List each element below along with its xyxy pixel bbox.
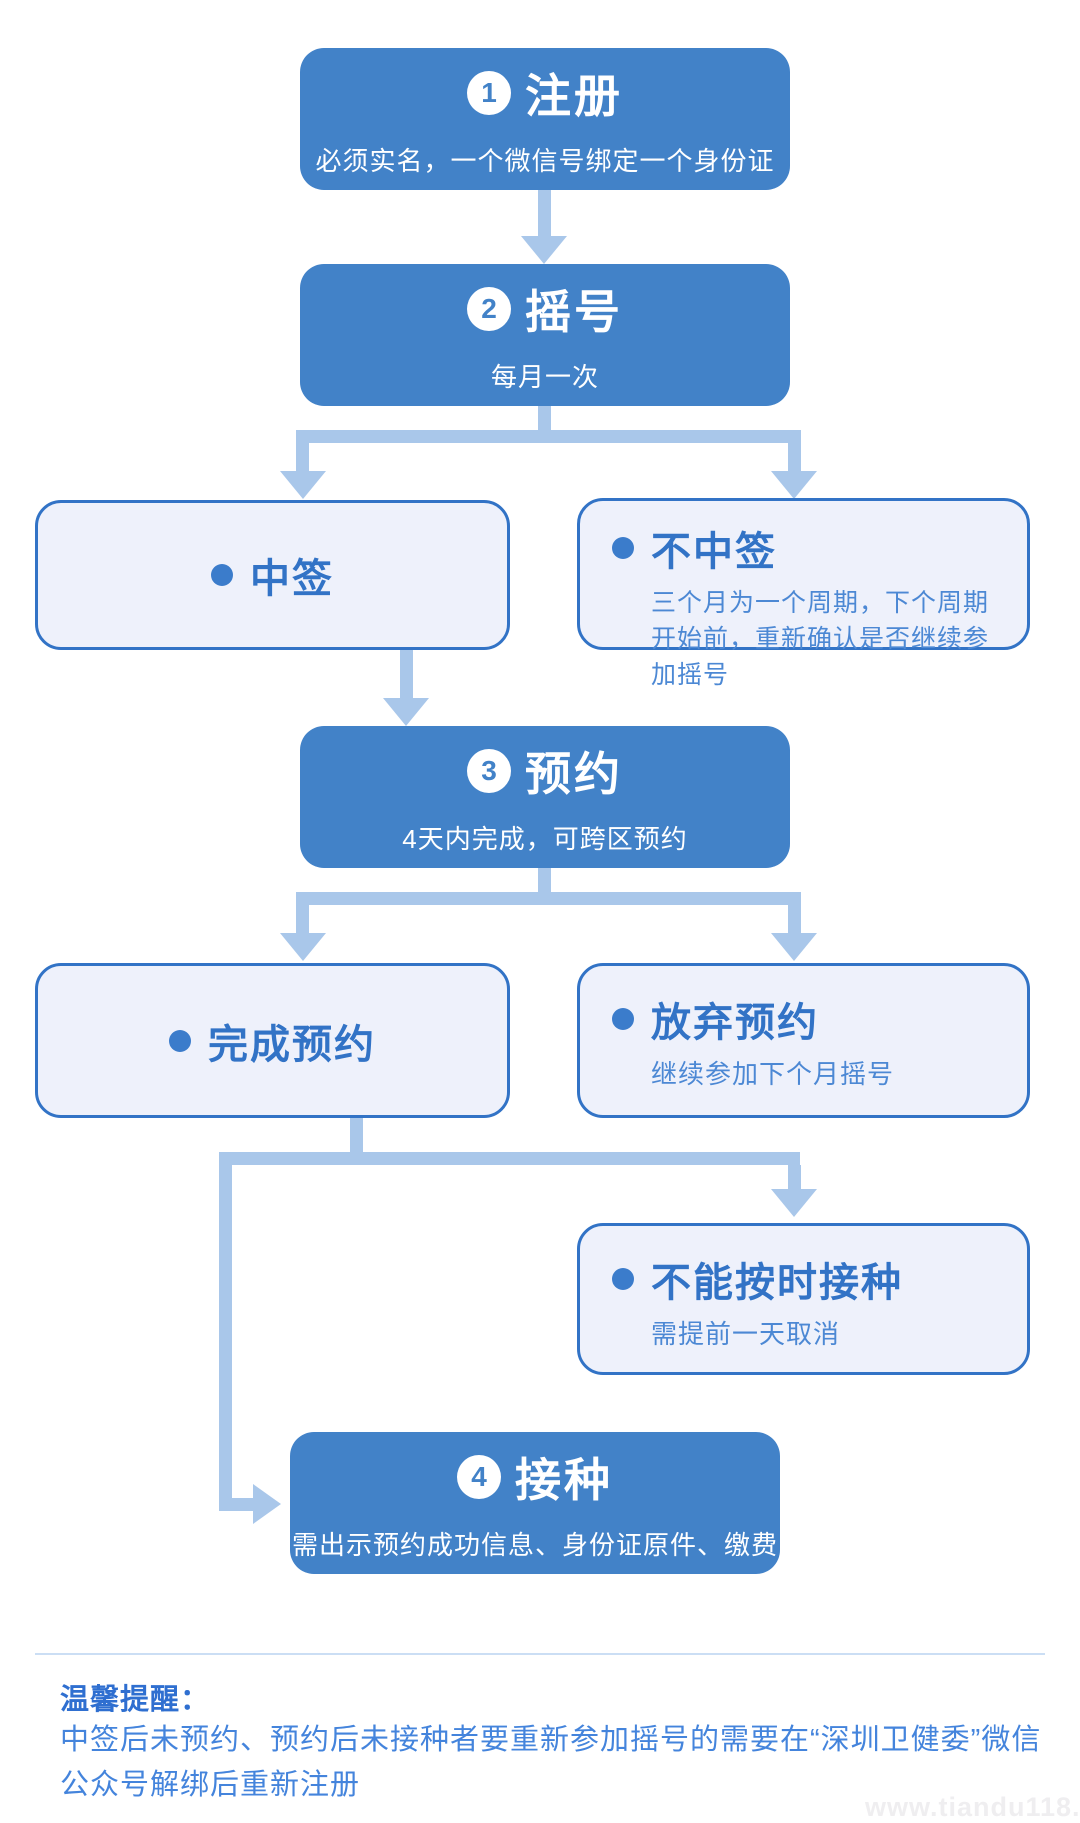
outcome-title-booked: 完成预约 bbox=[208, 1022, 376, 1067]
connector-line bbox=[400, 650, 413, 700]
connector-line bbox=[788, 1165, 801, 1191]
divider-line bbox=[35, 1653, 1045, 1655]
arrow-down-icon bbox=[771, 1189, 817, 1217]
step-title-row: 3 预约 bbox=[467, 738, 623, 804]
step-number-4-icon: 4 bbox=[457, 1455, 501, 1499]
outcome-title-row: 中签 bbox=[211, 546, 334, 604]
step-title-appointment: 预约 bbox=[525, 748, 623, 800]
outcome-title-cannot-attend: 不能按时接种 bbox=[651, 1261, 903, 1305]
outcome-desc-lose: 三个月为一个周期，下个周期开始前，重新确认是否继续参加摇号 bbox=[651, 589, 990, 689]
outcome-box-cannot-attend: 不能按时接种 需提前一天取消 bbox=[577, 1223, 1030, 1375]
step-subtitle-lottery: 每月一次 bbox=[490, 362, 599, 392]
step-title-row: 4 接种 bbox=[457, 1444, 613, 1510]
step-title-row: 1 注册 bbox=[467, 60, 623, 126]
outcome-title-win: 中签 bbox=[250, 557, 334, 601]
step-title-lottery: 摇号 bbox=[525, 286, 623, 338]
outcome-title-row: 不中签 bbox=[612, 519, 1003, 577]
reminder-label: 温馨提醒： bbox=[60, 1684, 211, 1716]
reminder-text: 中签后未预约、预约后未接种者要重新参加摇号的需要在“深圳卫健委”微信公众号解绑后… bbox=[60, 1724, 1042, 1801]
connector-line bbox=[219, 1498, 253, 1511]
bullet-icon bbox=[612, 537, 634, 559]
step-box-lottery: 2 摇号 每月一次 bbox=[300, 264, 790, 406]
outcome-title-row: 完成预约 bbox=[169, 1012, 376, 1070]
step-title-vaccinate: 接种 bbox=[515, 1454, 613, 1506]
arrow-down-icon bbox=[383, 698, 429, 726]
step-number-2-icon: 2 bbox=[467, 287, 511, 331]
step-subtitle-register: 必须实名，一个微信号绑定一个身份证 bbox=[315, 146, 775, 176]
outcome-box-win: 中签 bbox=[35, 500, 510, 650]
step-box-vaccinate: 4 接种 需出示预约成功信息、身份证原件、缴费 bbox=[290, 1432, 780, 1574]
watermark-text: www.tiandu118.com bbox=[865, 1792, 1080, 1822]
arrow-right-icon bbox=[253, 1484, 281, 1524]
connector-line bbox=[350, 1118, 363, 1154]
connector-line bbox=[296, 892, 801, 905]
connector-line bbox=[538, 190, 551, 238]
arrow-down-icon bbox=[280, 933, 326, 961]
step-title-row: 2 摇号 bbox=[467, 276, 623, 342]
outcome-desc-cannot-attend: 需提前一天取消 bbox=[651, 1319, 841, 1349]
outcome-title-row: 放弃预约 bbox=[612, 990, 1003, 1048]
outcome-title-abandon: 放弃预约 bbox=[651, 1001, 819, 1045]
step-box-register: 1 注册 必须实名，一个微信号绑定一个身份证 bbox=[300, 48, 790, 190]
arrow-down-icon bbox=[521, 236, 567, 264]
connector-line bbox=[538, 406, 551, 432]
step-subtitle-vaccinate: 需出示预约成功信息、身份证原件、缴费 bbox=[291, 1530, 778, 1560]
step-number-3-icon: 3 bbox=[467, 749, 511, 793]
bullet-icon bbox=[612, 1268, 634, 1290]
arrow-down-icon bbox=[771, 471, 817, 499]
connector-line bbox=[788, 443, 801, 473]
outcome-box-abandon: 放弃预约 继续参加下个月摇号 bbox=[577, 963, 1030, 1118]
bullet-icon bbox=[211, 564, 233, 586]
bullet-icon bbox=[612, 1008, 634, 1030]
step-subtitle-appointment: 4天内完成，可跨区预约 bbox=[402, 824, 688, 854]
connector-line bbox=[296, 905, 309, 935]
outcome-box-booked: 完成预约 bbox=[35, 963, 510, 1118]
connector-line bbox=[788, 905, 801, 935]
connector-line bbox=[296, 430, 801, 443]
step-box-appointment: 3 预约 4天内完成，可跨区预约 bbox=[300, 726, 790, 868]
outcome-title-row: 不能按时接种 bbox=[612, 1250, 1003, 1308]
outcome-box-lose: 不中签 三个月为一个周期，下个周期开始前，重新确认是否继续参加摇号 bbox=[577, 498, 1030, 689]
step-title-register: 注册 bbox=[525, 70, 623, 122]
outcome-desc-abandon: 继续参加下个月摇号 bbox=[651, 1059, 895, 1089]
connector-line bbox=[296, 443, 309, 473]
bullet-icon bbox=[169, 1029, 191, 1052]
arrow-down-icon bbox=[771, 933, 817, 961]
arrow-down-icon bbox=[280, 471, 326, 499]
connector-line bbox=[538, 868, 551, 894]
outcome-title-lose: 不中签 bbox=[651, 530, 777, 574]
connector-line bbox=[219, 1152, 800, 1165]
connector-line bbox=[219, 1165, 232, 1511]
step-number-1-icon: 1 bbox=[467, 71, 511, 115]
